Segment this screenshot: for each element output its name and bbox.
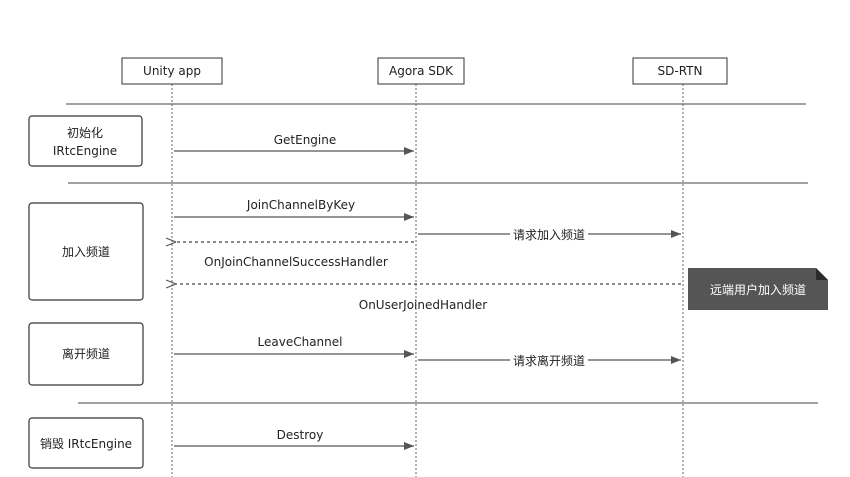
msg-join-channel-label: JoinChannelByKey [246, 198, 355, 212]
stage-init-label-1: 初始化 [67, 126, 103, 140]
msg-request-leave-label: 请求离开频道 [513, 353, 585, 368]
msg-leave-channel-label: LeaveChannel [258, 335, 343, 349]
stage-leave-label: 离开频道 [62, 346, 110, 361]
note-remote-user-join: 远端用户加入频道 [688, 268, 828, 310]
stage-join-label: 加入频道 [62, 245, 110, 259]
stage-leave: 离开频道 [28, 322, 144, 386]
note-remote-user-join-label: 远端用户加入频道 [710, 282, 806, 297]
participant-agora-label: Agora SDK [389, 64, 454, 78]
msg-on-join-success-label: OnJoinChannelSuccessHandler [204, 255, 388, 269]
msg-destroy-label: Destroy [277, 428, 324, 442]
participant-unity-app: Unity app [121, 57, 223, 85]
participant-agora-sdk: Agora SDK [377, 57, 465, 85]
participant-sdrtn-label: SD-RTN [658, 64, 703, 78]
participant-unity-label: Unity app [143, 64, 201, 78]
stage-destroy-label: 销毁 IRtcEngine [40, 436, 132, 451]
msg-get-engine-label: GetEngine [274, 133, 337, 147]
stage-destroy: 销毁 IRtcEngine [28, 417, 144, 469]
stage-init-label-2: IRtcEngine [53, 144, 117, 158]
stage-init: 初始化 IRtcEngine [28, 115, 143, 167]
participant-sd-rtn: SD-RTN [632, 57, 728, 85]
msg-request-join-label: 请求加入频道 [513, 228, 585, 242]
msg-on-user-joined-label: OnUserJoinedHandler [359, 298, 488, 312]
stage-join: 加入频道 [28, 202, 144, 301]
